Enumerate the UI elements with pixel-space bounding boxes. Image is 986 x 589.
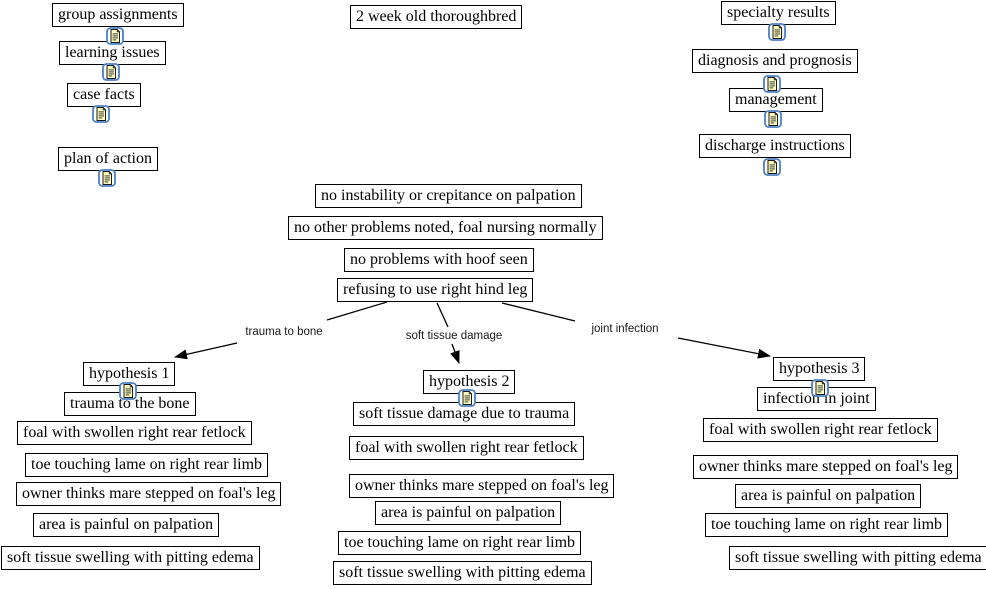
- node-specialty-results[interactable]: specialty results: [721, 1, 836, 25]
- node-h2-pitting-edema[interactable]: soft tissue swelling with pitting edema: [333, 561, 592, 585]
- arrow-to-hypothesis-2: [450, 343, 460, 364]
- resource-icon[interactable]: [763, 158, 781, 176]
- link-label-soft-tissue-damage[interactable]: soft tissue damage: [402, 330, 506, 343]
- node-h1-painful-palpation[interactable]: area is painful on palpation: [33, 513, 220, 537]
- node-finding-no-other-problems[interactable]: no other problems noted, foal nursing no…: [288, 216, 603, 240]
- resource-icon[interactable]: [92, 105, 110, 123]
- node-learning-issues[interactable]: learning issues: [59, 41, 166, 65]
- node-h2-painful-palpation[interactable]: area is painful on palpation: [375, 501, 562, 525]
- resource-document-icon: [92, 105, 110, 123]
- node-case-facts[interactable]: case facts: [67, 83, 141, 107]
- node-h1-mare-stepped[interactable]: owner thinks mare stepped on foal's leg: [16, 482, 282, 506]
- node-h3-pitting-edema[interactable]: soft tissue swelling with pitting edema: [729, 546, 986, 570]
- resource-icon[interactable]: [458, 389, 476, 407]
- resource-icon[interactable]: [98, 169, 116, 187]
- node-h1-toe-touching-lame[interactable]: toe touching lame on right rear limb: [25, 453, 269, 477]
- resource-icon[interactable]: [764, 110, 782, 128]
- resource-icon[interactable]: [763, 75, 781, 93]
- resource-icon[interactable]: [106, 27, 124, 45]
- resource-document-icon: [119, 382, 137, 400]
- resource-icon[interactable]: [768, 23, 786, 41]
- node-group-assignments[interactable]: group assignments: [52, 3, 184, 27]
- resource-document-icon: [763, 75, 781, 93]
- node-h2-mare-stepped[interactable]: owner thinks mare stepped on foal's leg: [349, 474, 615, 498]
- node-h3-toe-touching-lame[interactable]: toe touching lame on right rear limb: [705, 513, 949, 537]
- resource-icon[interactable]: [119, 382, 137, 400]
- resource-icon[interactable]: [102, 63, 120, 81]
- node-case-title[interactable]: 2 week old thoroughbred: [350, 5, 523, 29]
- arrow-to-hypothesis-1: [326, 301, 388, 321]
- node-finding-no-instability[interactable]: no instability or crepitance on palpatio…: [315, 184, 582, 208]
- node-finding-no-hoof-problems[interactable]: no problems with hoof seen: [344, 248, 534, 272]
- node-h1-pitting-edema[interactable]: soft tissue swelling with pitting edema: [1, 546, 260, 570]
- resource-document-icon: [106, 27, 124, 45]
- resource-document-icon: [98, 169, 116, 187]
- node-h2-toe-touching-lame[interactable]: toe touching lame on right rear limb: [338, 531, 582, 555]
- resource-document-icon: [102, 63, 120, 81]
- node-h3-painful-palpation[interactable]: area is painful on palpation: [735, 484, 922, 508]
- node-h2-swollen-fetlock[interactable]: foal with swollen right rear fetlock: [349, 436, 584, 460]
- resource-document-icon: [768, 23, 786, 41]
- node-plan-of-action[interactable]: plan of action: [58, 147, 158, 171]
- link-label-joint-infection[interactable]: joint infection: [588, 323, 662, 336]
- resource-document-icon: [763, 158, 781, 176]
- node-hypothesis-3[interactable]: hypothesis 3: [773, 357, 866, 381]
- node-finding-refusing-leg[interactable]: refusing to use right hind leg: [337, 278, 534, 302]
- arrow-to-hypothesis-2: [436, 302, 449, 328]
- arrow-to-hypothesis-1: [174, 342, 238, 360]
- node-h1-swollen-fetlock[interactable]: foal with swollen right rear fetlock: [17, 421, 252, 445]
- node-h3-swollen-fetlock[interactable]: foal with swollen right rear fetlock: [703, 418, 938, 442]
- arrow-to-hypothesis-3: [501, 302, 576, 322]
- node-management[interactable]: management: [729, 88, 823, 112]
- node-h3-mare-stepped[interactable]: owner thinks mare stepped on foal's leg: [693, 455, 959, 479]
- resource-icon[interactable]: [811, 379, 829, 397]
- resource-document-icon: [811, 379, 829, 397]
- link-label-trauma-to-bone[interactable]: trauma to bone: [242, 326, 326, 339]
- node-diagnosis-and-prognosis[interactable]: diagnosis and prognosis: [692, 49, 858, 73]
- resource-document-icon: [458, 389, 476, 407]
- arrow-to-hypothesis-3: [677, 337, 771, 359]
- node-discharge-instructions[interactable]: discharge instructions: [699, 134, 851, 158]
- resource-document-icon: [764, 110, 782, 128]
